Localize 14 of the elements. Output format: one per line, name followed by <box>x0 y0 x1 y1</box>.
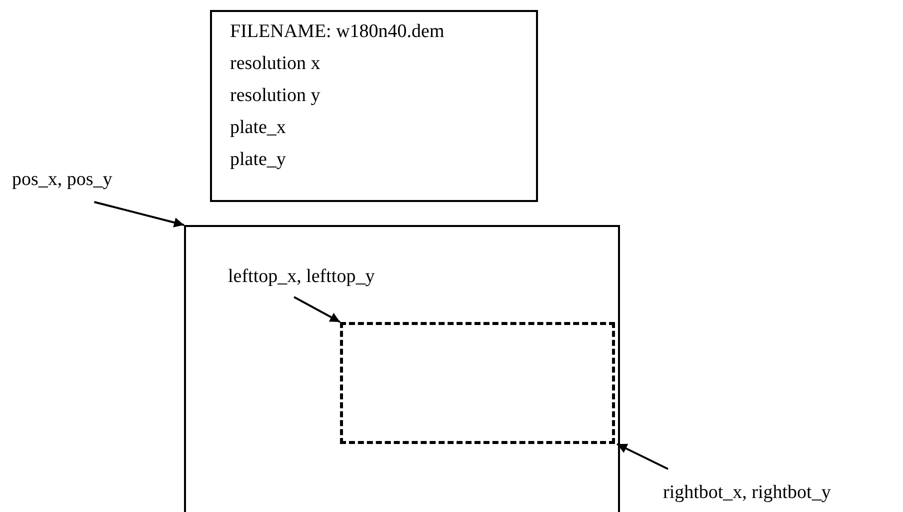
region-box <box>340 322 615 444</box>
coordinate-label: pos_x, pos_y <box>12 168 112 192</box>
text-line: resolution x <box>230 52 322 76</box>
info-box <box>210 10 538 202</box>
text-line: plate_y <box>230 148 287 172</box>
text-line: FILENAME: w180n40.dem <box>230 20 446 44</box>
leader-arrow <box>616 443 668 470</box>
coordinate-label: rightbot_x, rightbot_y <box>663 481 831 505</box>
coordinate-label: lefttop_x, lefttop_y <box>228 265 375 289</box>
plate-box <box>184 225 620 512</box>
text-line: plate_x <box>230 116 287 140</box>
text-line: resolution y <box>230 84 322 108</box>
leader-arrow <box>94 201 184 228</box>
leader-arrow <box>294 296 340 323</box>
